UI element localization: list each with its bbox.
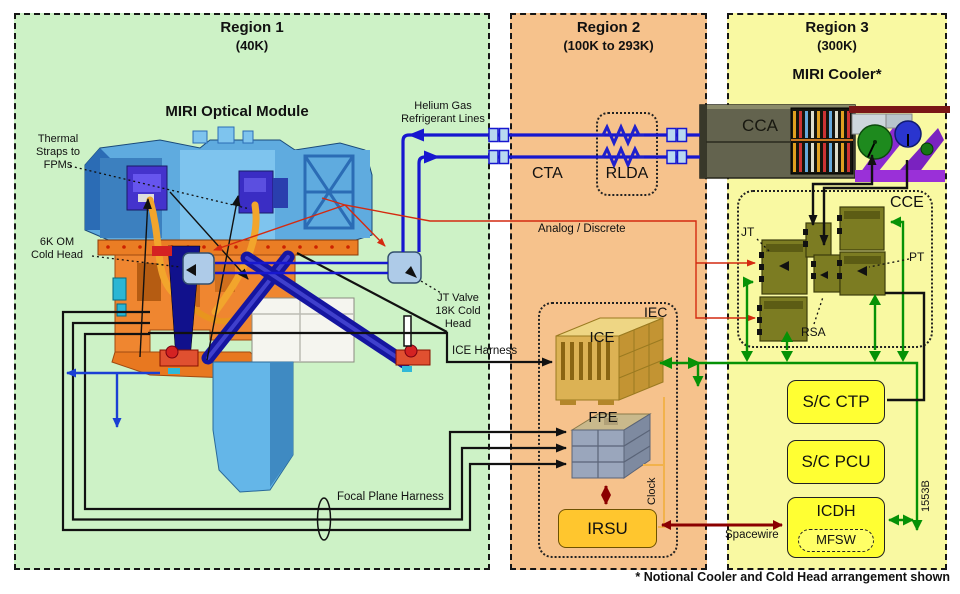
clock-label: Clock: [646, 477, 658, 505]
helium-lines-label: Helium Gas Refrigerant Lines: [401, 100, 485, 125]
thermal-straps-label: Thermal Straps to FPMs: [35, 133, 81, 171]
region-3-subtitle: (300K): [817, 38, 857, 53]
ice-label: ICE: [589, 329, 615, 346]
cca-label: CCA: [742, 116, 778, 135]
ice-harness-label: ICE Harness: [452, 345, 518, 357]
cce-label: CCE: [890, 194, 924, 211]
irsu-box: IRSU: [558, 509, 657, 548]
focal-plane-harness-label: Focal Plane Harness: [337, 491, 444, 503]
sc-pcu-box: S/C PCU: [787, 440, 885, 484]
region-2-title: Region 2: [576, 19, 641, 36]
footnote: * Notional Cooler and Cold Head arrangem…: [635, 570, 950, 584]
module-title: MIRI Optical Module: [165, 103, 309, 120]
region-3-title: Region 3: [805, 19, 869, 36]
pt-label: PT: [909, 250, 925, 264]
region-2-subtitle: (100K to 293K): [563, 38, 654, 53]
region-1-title: Region 1: [220, 19, 284, 36]
cold-head-label: 6K OM Cold Head: [31, 236, 83, 261]
bus-1553b-label: 1553B: [920, 480, 932, 512]
rlda-boundary: [596, 112, 658, 196]
fpe-label: FPE: [588, 409, 618, 426]
rlda-label: RLDA: [605, 165, 649, 182]
sc-pcu-label: S/C PCU: [801, 452, 871, 471]
icdh-box: ICDH MFSW: [787, 497, 885, 558]
cce-boundary: [737, 190, 933, 348]
icdh-label: ICDH: [816, 503, 856, 520]
irsu-label: IRSU: [587, 518, 628, 538]
mfsw-label: MFSW: [816, 532, 856, 547]
mfsw-pill: MFSW: [798, 529, 874, 552]
sc-ctp-box: S/C CTP: [787, 380, 885, 424]
sc-ctp-label: S/C CTP: [802, 392, 870, 411]
spacewire-label: Spacewire: [725, 529, 779, 541]
analog-discrete-label: Analog / Discrete: [538, 223, 626, 235]
miri-cooler-title: MIRI Cooler*: [792, 66, 882, 83]
jt-valve-label: JT Valve 18K Cold Head: [435, 292, 481, 330]
region-1-panel: [14, 13, 490, 570]
rsa-label: RSA: [801, 325, 826, 339]
cta-label: CTA: [532, 165, 563, 182]
jt-label: JT: [741, 225, 755, 239]
region-1-subtitle: (40K): [235, 38, 269, 53]
iec-label: IEC: [644, 304, 668, 320]
